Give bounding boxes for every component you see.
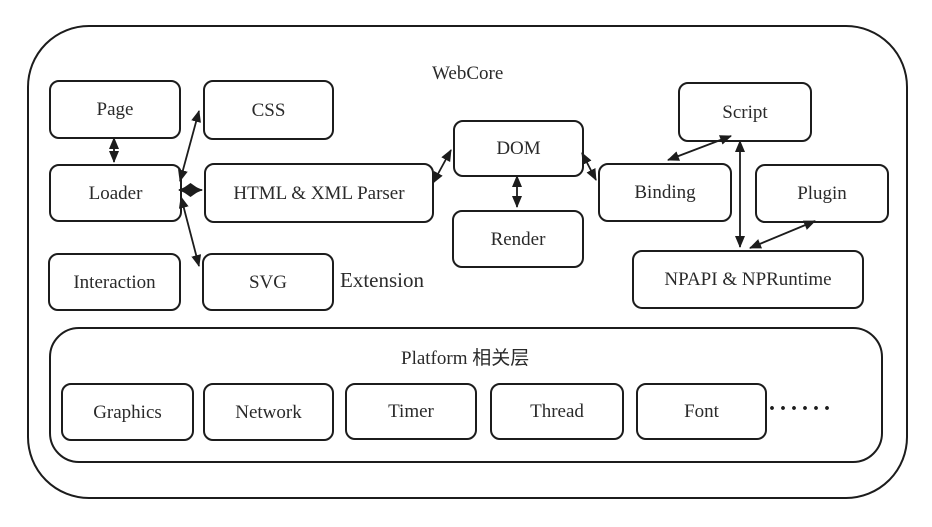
platform-ellipsis: ······ bbox=[767, 396, 835, 422]
node-dom: DOM bbox=[453, 120, 584, 177]
node-html-xml-parser: HTML & XML Parser bbox=[204, 163, 434, 223]
node-loader: Loader bbox=[49, 164, 182, 222]
extension-label: Extension bbox=[340, 268, 424, 292]
node-page: Page bbox=[49, 80, 181, 139]
webcore-title: WebCore bbox=[432, 63, 504, 84]
node-script: Script bbox=[678, 82, 812, 142]
node-graphics: Graphics bbox=[61, 383, 194, 441]
node-binding: Binding bbox=[598, 163, 732, 222]
platform-label: Platform 相关层 bbox=[401, 348, 530, 369]
node-font: Font bbox=[636, 383, 767, 440]
node-timer: Timer bbox=[345, 383, 477, 440]
node-plugin: Plugin bbox=[755, 164, 889, 223]
node-render: Render bbox=[452, 210, 584, 268]
node-thread: Thread bbox=[490, 383, 624, 440]
node-npapi-npruntime: NPAPI & NPRuntime bbox=[632, 250, 864, 309]
node-svg: SVG bbox=[202, 253, 334, 311]
node-network: Network bbox=[203, 383, 334, 441]
node-interaction: Interaction bbox=[48, 253, 181, 311]
node-css: CSS bbox=[203, 80, 334, 140]
